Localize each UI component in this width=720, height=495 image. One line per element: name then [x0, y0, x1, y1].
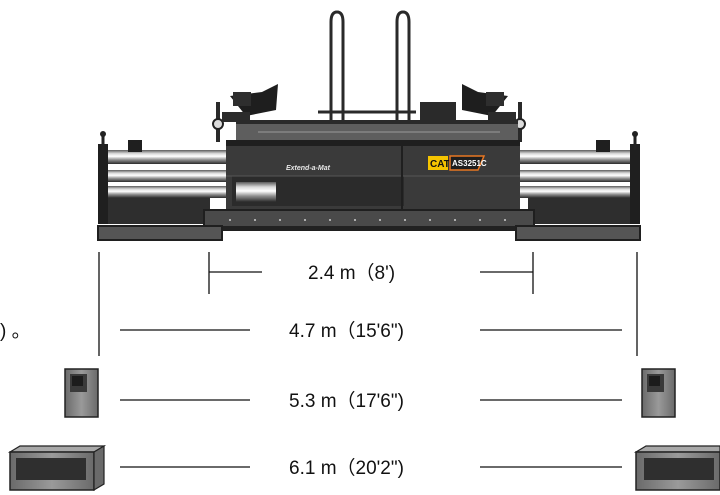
large-extension-block-left: [7, 444, 107, 492]
paver-illustration: Extend-a-Mat CAT AS3251C: [97, 10, 641, 241]
left-control-station: [212, 84, 278, 142]
left-base-plate: [97, 225, 223, 241]
small-extension-block-left: [64, 368, 99, 418]
dimension-label-4-7m: 4.7 m（15'6"): [289, 320, 404, 342]
cat-logo: CAT AS3251C: [428, 155, 487, 171]
dimension-label-5-3m: 5.3 m（17'6"): [289, 390, 404, 412]
handrail: [318, 10, 416, 128]
dimension-lines: [98, 252, 638, 468]
main-body: [226, 140, 520, 212]
extension-decal: Extend-a-Mat: [286, 165, 331, 172]
left-extension-tubes: [98, 131, 238, 224]
small-extension-block-right: [641, 368, 676, 418]
large-extension-block-right: [633, 445, 720, 491]
upper-deck: [236, 122, 518, 140]
stray-punctuation: ) 。: [0, 321, 31, 342]
screed-plate: [203, 209, 535, 231]
right-extension-tubes: [500, 131, 640, 224]
dimension-label-6-1m: 6.1 m（20'2"): [289, 457, 404, 479]
cat-logo-text: CAT: [430, 159, 450, 170]
model-number: AS3251C: [452, 159, 487, 168]
right-base-plate: [515, 225, 641, 241]
dimension-label-2-4m: 2.4 m（8'): [308, 262, 395, 284]
